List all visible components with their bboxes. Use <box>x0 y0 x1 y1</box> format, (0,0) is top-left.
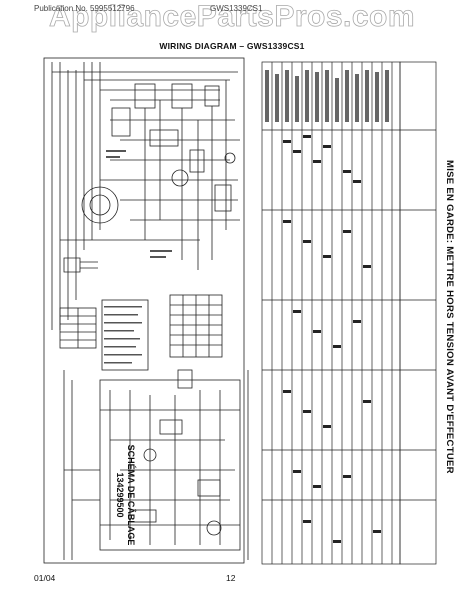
model-label: GWS1339CS1 <box>210 4 263 13</box>
publication-label: Publication No. 5995512796 <box>34 4 135 13</box>
watermark: AppliancePartsPros.com <box>48 0 416 33</box>
page-title: WIRING DIAGRAM – GWS1339CS1 <box>159 41 305 51</box>
footer-date: 01/04 <box>34 573 56 583</box>
page-number: 12 <box>226 573 236 583</box>
